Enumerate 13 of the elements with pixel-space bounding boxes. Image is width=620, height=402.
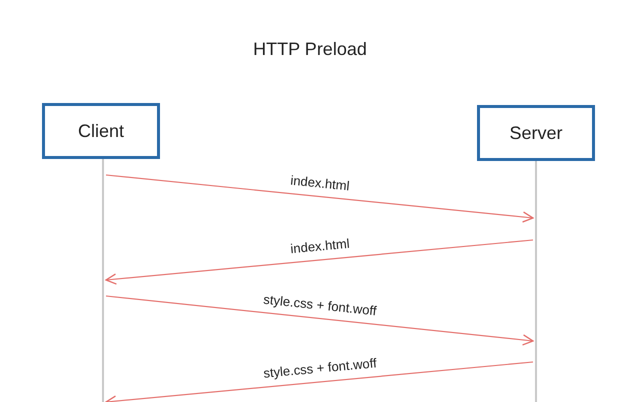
edge-label: style.css + font.woff	[262, 292, 377, 317]
edge-label: index.html	[289, 236, 350, 256]
lifeline	[535, 161, 537, 402]
message-arrow	[106, 295, 534, 346]
participant-box: Server	[477, 105, 595, 161]
diagram-title: HTTP Preload	[252, 38, 368, 61]
message-arrow	[105, 361, 534, 402]
message-arrow	[106, 174, 534, 223]
message-arrow	[105, 239, 534, 285]
participant-box: Client	[42, 103, 160, 159]
edge-label: index.html	[289, 173, 350, 192]
lifeline	[102, 159, 104, 402]
edge-label: style.css + font.woff	[262, 356, 377, 380]
